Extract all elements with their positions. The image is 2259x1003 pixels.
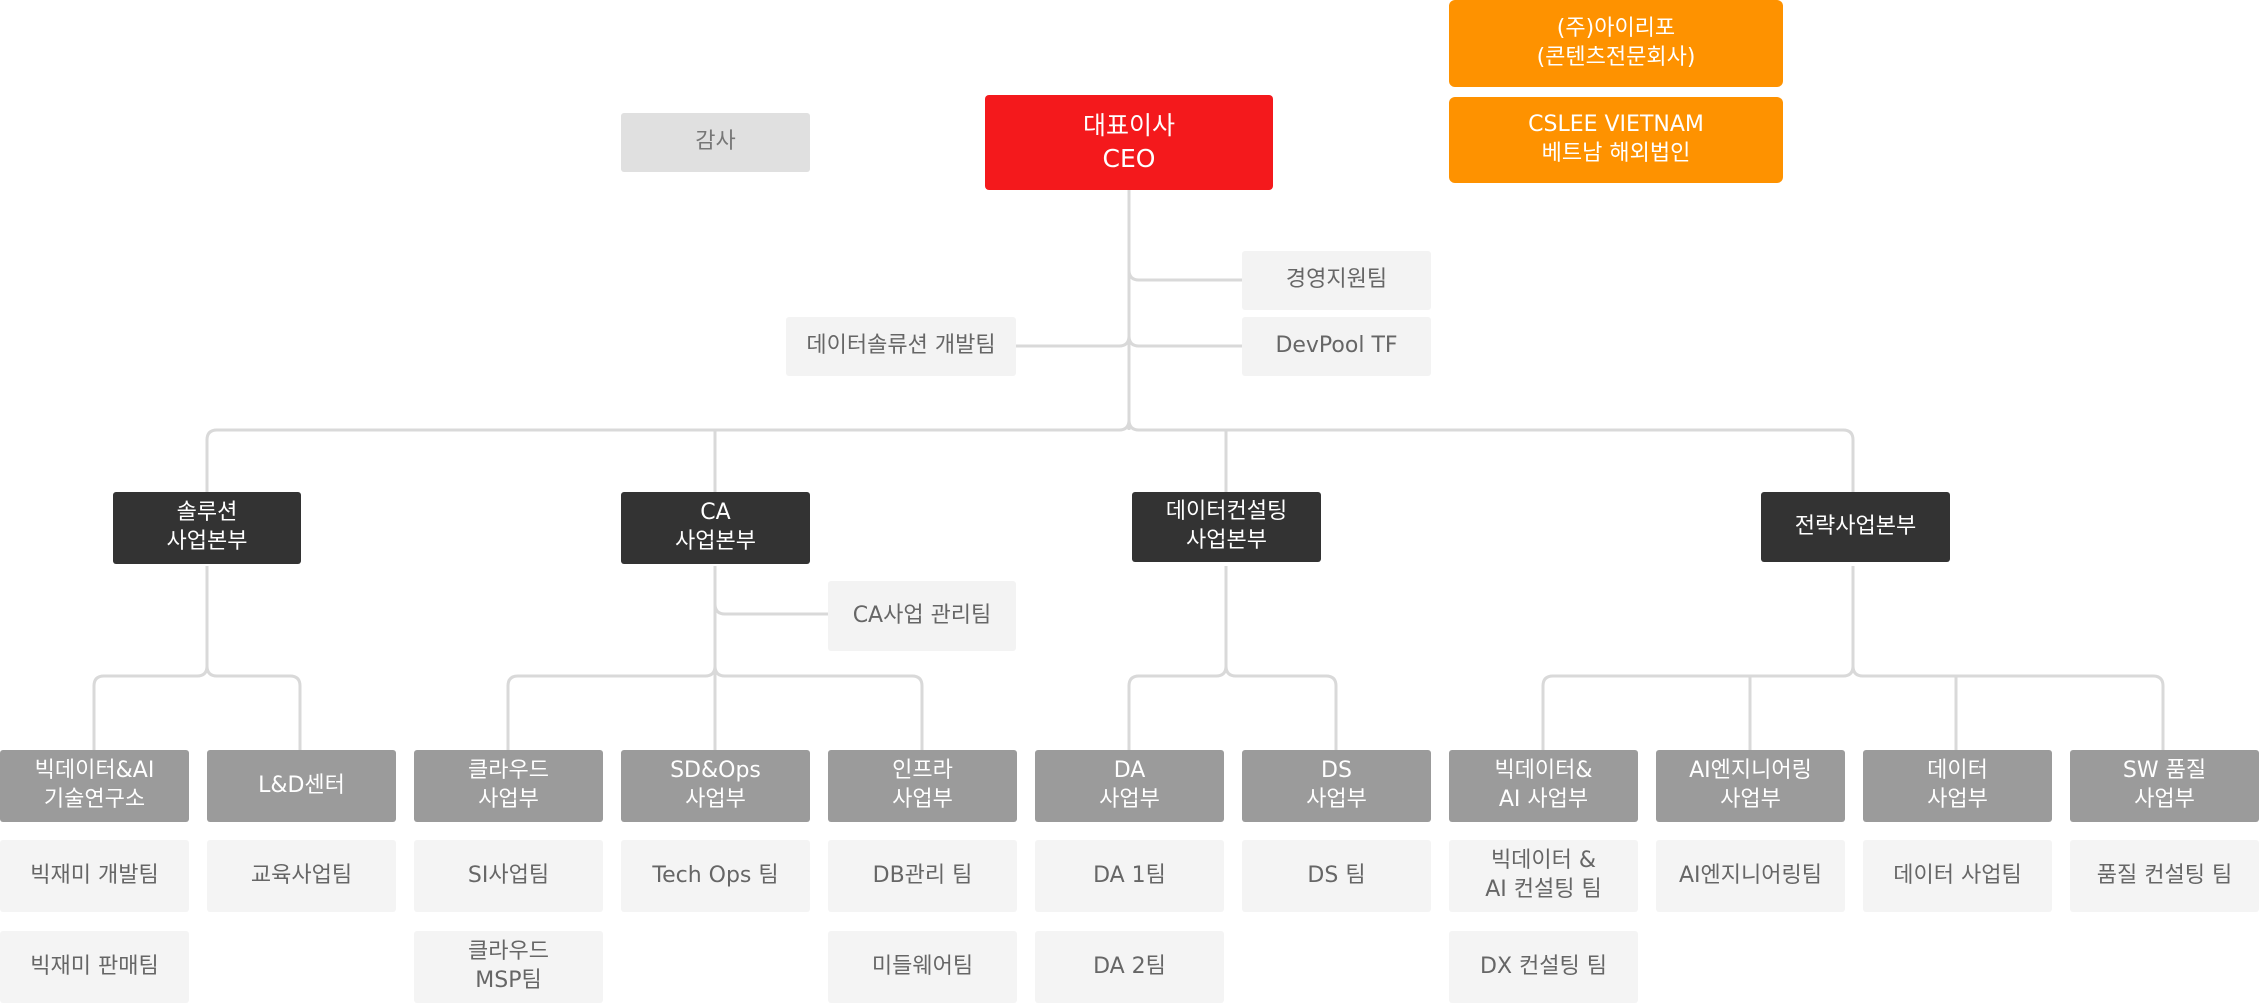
staff-devpool-tf: DevPool TF: [1242, 317, 1431, 376]
team-box: 교육사업팀: [207, 840, 396, 912]
division-solution: 솔루션 사업본부: [113, 492, 301, 564]
team-box: 품질 컨설팅 팀: [2070, 840, 2259, 912]
department-box: 빅데이터& AI 사업부: [1449, 750, 1638, 822]
team-box: 클라우드 MSP팀: [414, 931, 603, 1003]
department-box: 인프라 사업부: [828, 750, 1017, 822]
team-box: DA 2팀: [1035, 931, 1224, 1003]
ceo-box: 대표이사 CEO: [985, 95, 1273, 190]
team-box: DS 팀: [1242, 840, 1431, 912]
division-data-consulting: 데이터컨설팅 사업본부: [1132, 492, 1321, 562]
department-box: DS 사업부: [1242, 750, 1431, 822]
division-strategy: 전략사업본부: [1761, 492, 1950, 562]
department-box: SW 품질 사업부: [2070, 750, 2259, 822]
department-box: L&D센터: [207, 750, 396, 822]
staff-management-team: 경영지원팀: [1242, 251, 1431, 310]
department-box: 빅데이터&AI 기술연구소: [0, 750, 189, 822]
team-box: 빅데이터 & AI 컨설팅 팀: [1449, 840, 1638, 912]
team-box: DB관리 팀: [828, 840, 1017, 912]
team-box: Tech Ops 팀: [621, 840, 810, 912]
department-box: SD&Ops 사업부: [621, 750, 810, 822]
team-box: 빅재미 판매팀: [0, 931, 189, 1003]
team-box: DA 1팀: [1035, 840, 1224, 912]
team-box: SI사업팀: [414, 840, 603, 912]
division-ca: CA 사업본부: [621, 492, 810, 564]
team-box: AI엔지니어링팀: [1656, 840, 1845, 912]
team-box: DX 컨설팅 팀: [1449, 931, 1638, 1003]
staff-data-solution-team: 데이터솔류션 개발팀: [786, 317, 1016, 376]
affiliate-cslee-vietnam: CSLEE VIETNAM 베트남 해외법인: [1449, 97, 1783, 183]
staff-ca-management-team: CA사업 관리팀: [828, 581, 1016, 651]
department-box: 클라우드 사업부: [414, 750, 603, 822]
affiliate-irepo: (주)아이리포 (콘텐츠전문회사): [1449, 0, 1783, 87]
department-box: 데이터 사업부: [1863, 750, 2052, 822]
team-box: 빅재미 개발팀: [0, 840, 189, 912]
audit-box: 감사: [621, 113, 810, 172]
team-box: 데이터 사업팀: [1863, 840, 2052, 912]
department-box: AI엔지니어링 사업부: [1656, 750, 1845, 822]
team-box: 미들웨어팀: [828, 931, 1017, 1003]
department-box: DA 사업부: [1035, 750, 1224, 822]
